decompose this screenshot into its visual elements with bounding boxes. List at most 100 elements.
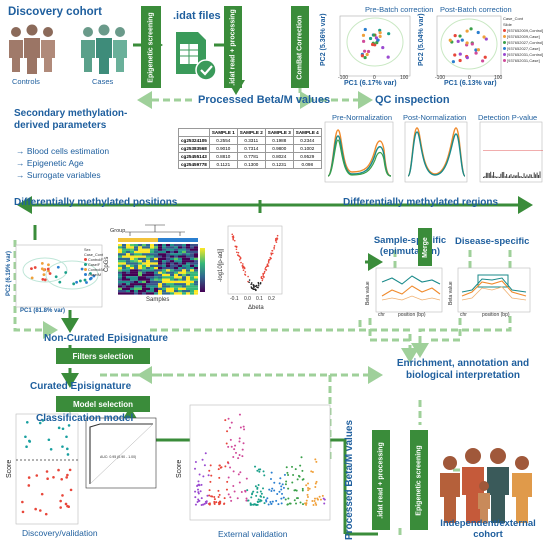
heatmap-cell xyxy=(190,276,194,279)
heatmap-cell xyxy=(178,262,182,265)
heatmap-cell xyxy=(150,250,154,254)
heatmap-cell xyxy=(158,280,162,284)
heatmap-cell xyxy=(142,257,146,261)
heatmap-cell xyxy=(146,271,150,274)
detp-bar xyxy=(498,176,500,178)
external-score-point xyxy=(223,497,226,500)
pca-point xyxy=(378,31,382,35)
pca-point xyxy=(375,41,379,45)
table-cell: 0.9800 xyxy=(264,144,294,153)
pca-point xyxy=(41,278,45,281)
external-score-point xyxy=(287,497,290,500)
heatmap-cell xyxy=(154,278,158,281)
volcano-point xyxy=(231,233,234,236)
heatmap-cell xyxy=(122,280,126,284)
external-score-point xyxy=(278,482,281,485)
heatmap-cell xyxy=(126,253,130,256)
external-score-point xyxy=(205,501,208,504)
heatmap-cell xyxy=(150,260,154,263)
volcano-point xyxy=(270,252,272,255)
heatmap-cell xyxy=(194,283,198,286)
idat-files-label: .idat files xyxy=(173,10,221,22)
heatmap-cell xyxy=(170,269,174,272)
heatmap-cell xyxy=(182,264,186,267)
external-score-point xyxy=(197,480,200,483)
heatmap-cell xyxy=(138,271,142,274)
heatmap-cell xyxy=(186,271,190,274)
pca-point xyxy=(42,268,46,272)
pca-pre-xlabel: PC1 (6.17% var) xyxy=(344,80,397,87)
heatmap-cell xyxy=(122,248,126,251)
external-score-point xyxy=(312,503,315,506)
heatmap-cell xyxy=(150,262,154,265)
external-score-point xyxy=(226,461,229,464)
pca-point xyxy=(465,41,469,45)
pca-point xyxy=(456,39,460,43)
external-score-point xyxy=(296,478,299,481)
heatmap-cell xyxy=(158,283,162,286)
heatmap-cell xyxy=(150,280,154,284)
pca-point xyxy=(448,38,452,42)
heatmap-cell xyxy=(130,287,134,290)
heatmap-cell xyxy=(162,287,166,290)
heatmap-cell xyxy=(178,246,182,249)
heatmap-cell xyxy=(134,257,138,261)
score-point xyxy=(44,512,48,516)
heatmap-cell xyxy=(166,273,170,277)
heatmap-cell xyxy=(174,271,178,274)
heatmap-cell xyxy=(182,276,186,279)
heatmap-cell xyxy=(134,290,138,293)
heatmap-cell xyxy=(126,257,130,261)
volcano-point xyxy=(257,284,260,287)
external-score-point xyxy=(256,469,259,472)
volcano-point xyxy=(262,273,265,276)
heatmap-cell xyxy=(182,283,186,286)
heatmap-cell xyxy=(166,280,170,284)
dmr-ylabel: Beta value xyxy=(365,281,371,305)
external-score-point xyxy=(301,469,304,472)
score-point xyxy=(39,509,42,512)
pca-point xyxy=(79,279,82,283)
heatmap-cell xyxy=(194,290,198,293)
external-score-point xyxy=(280,485,283,488)
secondary-params-title: Secondary methylation-derived parameters xyxy=(14,108,128,131)
heatmap-cell xyxy=(174,246,178,249)
external-score-point xyxy=(208,489,211,492)
external-score-point xyxy=(306,495,309,498)
volcano-xtick: 0.1 xyxy=(256,296,263,302)
detp-bar xyxy=(501,172,503,178)
pca-point xyxy=(83,278,87,282)
heatmap-cell xyxy=(154,248,158,251)
pca-post-ylabel: PC2 (5.04% var) xyxy=(418,13,425,66)
detp-bar xyxy=(510,174,512,178)
heatmap-cell xyxy=(130,290,134,293)
heatmap-cell xyxy=(194,271,198,274)
heatmap-cell xyxy=(162,285,166,288)
dmr-chr-label: chr xyxy=(460,312,467,318)
volcano-point xyxy=(238,259,241,261)
heatmap-cell xyxy=(174,285,178,288)
external-score-point xyxy=(197,488,200,491)
external-score-point xyxy=(276,493,279,496)
heatmap-cell xyxy=(162,255,166,258)
heatmap-cell xyxy=(146,246,150,249)
external-score-point xyxy=(213,495,216,498)
heatmap-cell xyxy=(118,271,122,274)
pca-point xyxy=(484,37,488,41)
heatmap-cell xyxy=(130,269,134,272)
heatmap-cell xyxy=(138,255,142,258)
heatmap-cell xyxy=(158,271,162,274)
score-point xyxy=(25,420,29,424)
external-score-point xyxy=(257,498,260,501)
volcano-xtick: 0.0 xyxy=(244,296,251,302)
table-header: SAMPLE 1 xyxy=(208,128,238,137)
heatmap-cell xyxy=(138,262,142,265)
discovery-validation-label: Discovery/validation xyxy=(22,528,98,538)
heatmap-cell xyxy=(182,246,186,249)
classification-label: Classification model xyxy=(36,413,134,424)
heatmap-cell xyxy=(162,253,166,256)
heatmap-cell xyxy=(170,276,174,279)
external-score-point xyxy=(245,499,248,502)
heatmap-cell xyxy=(186,283,190,286)
